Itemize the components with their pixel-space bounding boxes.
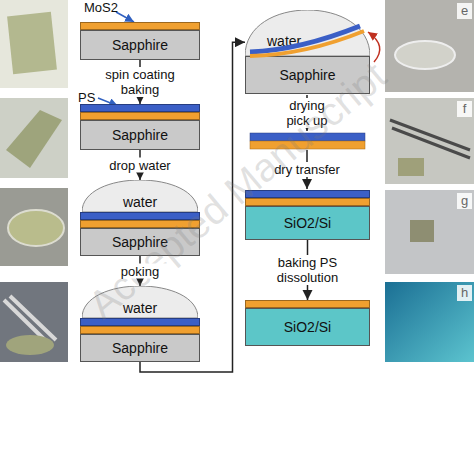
panel-letter: e xyxy=(457,3,472,19)
photo-d xyxy=(0,282,68,362)
node-text: Sapphire xyxy=(279,67,335,83)
sample-film xyxy=(6,110,62,168)
ps-layer xyxy=(80,104,200,112)
node-text: Sapphire xyxy=(112,127,168,143)
mos2-layer xyxy=(80,326,200,334)
node-text: Sapphire xyxy=(112,340,168,356)
step-label: baking PS dissolution xyxy=(262,255,354,285)
sample-film xyxy=(410,220,434,242)
wafer-box: SiO2/Si xyxy=(245,190,370,240)
sample-film xyxy=(6,335,54,355)
water-droplet xyxy=(395,41,455,69)
node-body: SiO2/Si xyxy=(245,206,370,240)
sample-film xyxy=(398,158,424,176)
node-body: Sapphire xyxy=(80,30,200,60)
node-text: Sapphire xyxy=(112,37,168,53)
wafer-box: SiO2/Si xyxy=(245,300,370,346)
node-body: Sapphire xyxy=(80,120,200,150)
mos2-layer xyxy=(80,112,200,120)
node-text-holder: water xyxy=(245,26,370,56)
photo-e xyxy=(385,0,474,92)
node-text: SiO2/Si xyxy=(284,319,331,335)
step-label: poking xyxy=(110,264,170,279)
ps-layer xyxy=(250,26,360,52)
mos2-layer xyxy=(245,300,370,308)
node-body: Sapphire xyxy=(80,334,200,362)
panel-letter: h xyxy=(457,285,472,301)
panel-letter: f xyxy=(457,101,472,117)
water-droplet xyxy=(8,210,64,246)
mos2-layer xyxy=(80,22,200,30)
node-text: SiO2/Si xyxy=(284,215,331,231)
substrate-box: Sapphire xyxy=(80,104,200,150)
node-text: water xyxy=(123,194,157,210)
photo-c xyxy=(0,188,68,266)
mos2-layer xyxy=(250,31,364,56)
layer-name: MoS2 xyxy=(84,0,124,15)
water-drop-shape xyxy=(245,10,370,56)
photo-f xyxy=(385,98,474,184)
node-body: SiO2/Si xyxy=(245,308,370,346)
water-drop: water xyxy=(245,10,370,56)
photo-b xyxy=(0,98,68,178)
mos2-layer xyxy=(245,198,370,206)
photo-h xyxy=(385,282,474,362)
water-drop-outline xyxy=(245,10,370,56)
pointer-arrow xyxy=(116,12,134,22)
step-label: spin coating baking xyxy=(97,67,183,97)
panel-letter: g xyxy=(457,193,472,209)
photo-g xyxy=(385,190,474,274)
photo-a xyxy=(0,0,68,88)
substrate-box: Sapphire xyxy=(80,22,200,60)
step-label: drop water xyxy=(95,158,185,173)
tweezers xyxy=(390,120,470,158)
sample-film xyxy=(7,12,57,74)
node-text: water xyxy=(267,33,301,49)
